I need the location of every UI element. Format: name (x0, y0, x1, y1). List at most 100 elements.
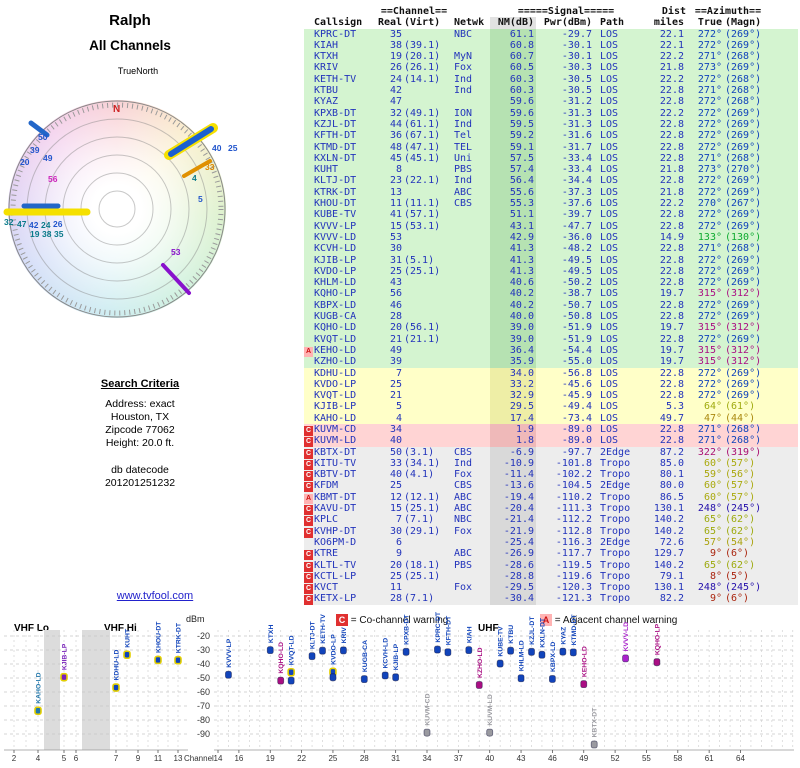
cell-cs[interactable]: KBMT-DT (314, 491, 357, 503)
cell-cs[interactable]: KVHP-DT (314, 525, 357, 537)
cell-warn (304, 187, 314, 198)
signal-bar[interactable] (496, 659, 504, 668)
cell-cs[interactable]: KDHU-LD (314, 367, 357, 379)
tvfool-link[interactable]: www.tvfool.com (116, 590, 194, 602)
dbm-tick-label: -20 (197, 631, 210, 641)
cell-cs[interactable]: KIAH (314, 39, 339, 51)
cell-cs[interactable]: KVVV-LP (314, 220, 357, 232)
cell-cs[interactable]: KTBU (314, 85, 339, 97)
cell-cs[interactable]: KVDO-LP (314, 265, 357, 277)
signal-bar[interactable] (559, 647, 567, 656)
cell-cs[interactable]: KVCT (314, 582, 339, 594)
signal-bar[interactable] (308, 652, 316, 661)
signal-bar[interactable] (360, 675, 368, 684)
signal-bar[interactable] (622, 654, 629, 663)
cell-cs[interactable]: KTMD-DT (314, 141, 357, 153)
cell-cs[interactable]: KFTH-DT (314, 130, 357, 142)
cell-cs[interactable]: KLTJ-DT (314, 175, 357, 187)
cell-cs[interactable]: KQHO-LP (314, 288, 357, 300)
cell-cs[interactable]: KRIV (314, 62, 339, 74)
signal-bar[interactable] (154, 655, 162, 665)
signal-bar[interactable] (580, 680, 588, 689)
cell-cs[interactable]: KTRE (314, 548, 339, 560)
signal-bar[interactable] (507, 646, 515, 655)
cell-cs[interactable]: KTRK-DT (314, 186, 357, 198)
cell-cs[interactable]: KBTX-DT (314, 446, 357, 458)
signal-bar[interactable] (319, 646, 326, 655)
cell-warn (304, 119, 314, 130)
signal-bar[interactable] (60, 672, 68, 682)
signal-bar[interactable] (381, 671, 389, 680)
signal-bar[interactable] (569, 648, 577, 657)
cell-cs[interactable]: KZJL-DT (314, 118, 357, 130)
cell-cs[interactable]: KCVH-LD (314, 243, 357, 255)
signal-bar[interactable] (287, 667, 295, 677)
cell-magn: (269°) (725, 390, 762, 402)
signal-bar[interactable] (517, 674, 525, 683)
cell-cs[interactable]: KPLC (314, 514, 339, 526)
cell-cs[interactable]: KAHO-LD (314, 412, 357, 424)
cell-cs[interactable]: KUVM-CD (314, 423, 357, 435)
signal-bar[interactable] (590, 740, 598, 749)
cell-cs[interactable]: KUGB-CA (314, 311, 357, 323)
cell-cs[interactable]: KHLM-LD (314, 277, 357, 289)
signal-bar[interactable] (287, 676, 295, 685)
cell-cs[interactable]: KPXB-DT (314, 107, 357, 119)
cell-cs[interactable]: KETH-TV (314, 73, 357, 85)
signal-bar[interactable] (277, 676, 285, 685)
cell-cs[interactable]: KEHO-LD (314, 344, 357, 356)
cell-cs[interactable]: KPRC-DT (314, 28, 357, 40)
cell-cs[interactable]: KUBE-TV (314, 209, 357, 221)
signal-bar[interactable] (486, 728, 494, 737)
cell-cs[interactable]: KZHO-LD (314, 356, 357, 368)
signal-bar[interactable] (392, 673, 400, 682)
signal-bar[interactable] (444, 648, 452, 657)
cell-cs[interactable]: KVQT-LD (314, 390, 357, 402)
signal-bar[interactable] (329, 673, 337, 682)
signal-bar[interactable] (174, 655, 182, 665)
signal-bar[interactable] (402, 647, 410, 656)
signal-bar[interactable] (528, 647, 535, 656)
cell-cs[interactable]: KTXH (314, 51, 339, 63)
cell-cs[interactable]: KHOU-DT (314, 198, 357, 210)
cell-cs[interactable]: KYAZ (314, 96, 339, 108)
signal-bar[interactable] (538, 650, 546, 659)
cell-cs[interactable]: KJIB-LP (314, 254, 357, 266)
cell-cs[interactable]: KQHO-LD (314, 322, 357, 334)
signal-bar[interactable] (123, 650, 131, 660)
signal-bar[interactable] (266, 646, 274, 655)
signal-bar[interactable] (434, 645, 441, 654)
cell-cs[interactable]: KLTL-TV (314, 559, 357, 571)
cell-mi: 22.8 (659, 277, 684, 289)
cell-cs[interactable]: KAVU-DT (314, 503, 357, 515)
signal-bar[interactable] (225, 670, 232, 679)
cell-cs[interactable]: KVVV-LD (314, 231, 357, 243)
cell-cs[interactable]: KBTV-DT (314, 469, 357, 481)
signal-bar[interactable] (112, 683, 120, 692)
signal-bar[interactable] (465, 646, 473, 655)
cell-cs[interactable]: KUVM-LD (314, 435, 357, 447)
signal-bar[interactable] (653, 658, 661, 667)
cell-net: NBC (454, 28, 473, 40)
cell-cs[interactable]: KJIB-LP (314, 401, 357, 413)
cell-warn (304, 164, 314, 175)
cell-cs[interactable]: KCTL-LP (314, 570, 357, 582)
cell-path: LOS (600, 164, 619, 176)
signal-bar[interactable] (549, 675, 556, 683)
cell-cs[interactable]: KVDO-LP (314, 378, 357, 390)
cell-cs[interactable]: KBPX-LD (314, 299, 357, 311)
cell-cs[interactable]: KO6PM-D (314, 536, 357, 548)
signal-bar[interactable] (34, 706, 42, 716)
cell-cs[interactable]: KXLN-DT (314, 152, 357, 164)
cell-cs[interactable]: KITU-TV (314, 457, 357, 469)
cell-cs[interactable]: KETX-LP (314, 593, 357, 605)
signal-bar[interactable] (423, 728, 431, 737)
signal-bar[interactable] (475, 681, 483, 689)
cell-cs[interactable]: KVQT-LD (314, 333, 357, 345)
signal-bar[interactable] (339, 646, 347, 655)
channel-tick-label: 28 (360, 754, 369, 763)
cell-cs[interactable]: KFDM (314, 480, 339, 492)
cell-real: 25 (389, 570, 402, 582)
cell-true: 272° (697, 378, 722, 390)
cell-cs[interactable]: KUHT (314, 164, 339, 176)
